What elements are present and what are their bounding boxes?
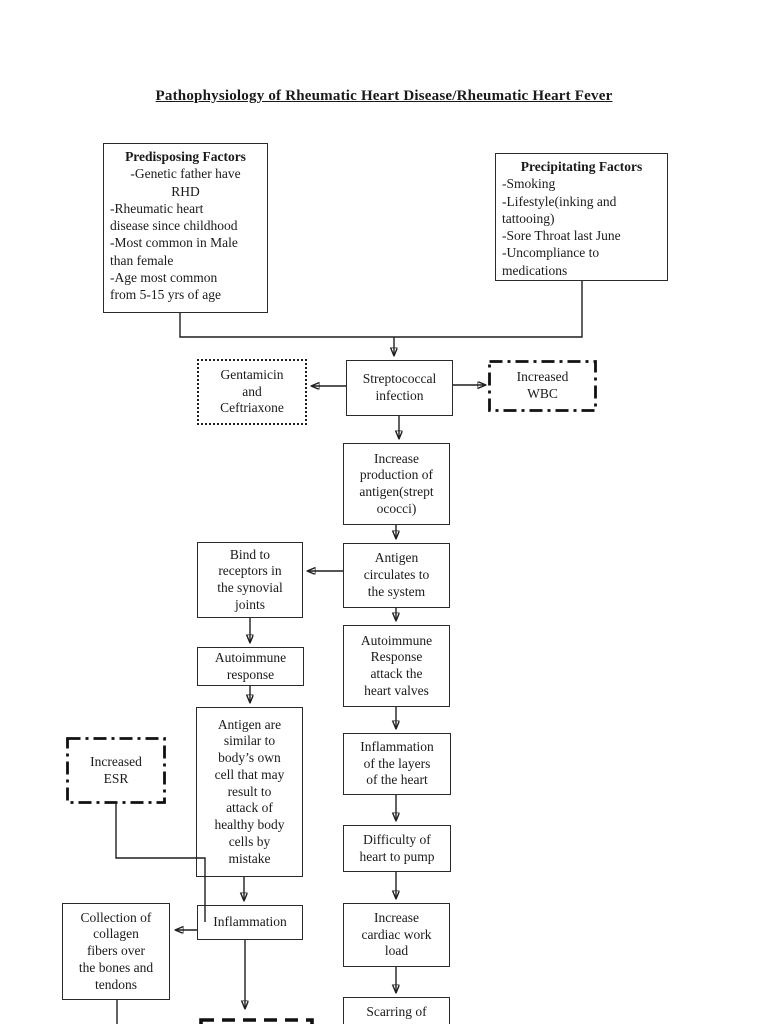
node-bind-receptors-synovial-joints: Bind to receptors in the synovial joints bbox=[197, 542, 303, 618]
scarring-label: Scarring of bbox=[366, 1004, 427, 1019]
node-streptococcal-infection: Streptococcal infection bbox=[346, 360, 453, 416]
precipitating-left-lines: -Smoking -Lifestyle(inking and tattooing… bbox=[502, 176, 621, 278]
node-increase-cardiac-workload: Increase cardiac work load bbox=[343, 903, 450, 967]
node-increased-esr: Increased ESR bbox=[67, 738, 165, 803]
node-antigen-similar-body-cells: Antigen are similar to body’s own cell t… bbox=[196, 707, 303, 877]
node-inflammation-heart-layers: Inflammation of the layers of the heart bbox=[343, 733, 451, 795]
precipitating-title: Precipitating Factors bbox=[520, 159, 643, 174]
predisposing-title: Predisposing Factors bbox=[125, 149, 246, 164]
bind-label: Bind to receptors in the synovial joints bbox=[217, 546, 283, 612]
circulates-label: Antigen circulates to the system bbox=[363, 550, 430, 599]
node-inflammation: Inflammation bbox=[197, 905, 303, 940]
node-precipitating-factors: Precipitating Factors -Smoking -Lifestyl… bbox=[495, 153, 668, 281]
bottom-dashed-box-border bbox=[199, 1018, 314, 1024]
node-collagen-fibers-collection: Collection of collagen fibers over the b… bbox=[62, 903, 170, 1000]
node-autoimmune-attacks-heart-valves: Autoimmune Response attack the heart val… bbox=[343, 625, 450, 707]
collagen-label: Collection of collagen fibers over the b… bbox=[78, 909, 154, 992]
predisposing-centered-lines: -Genetic father have RHD bbox=[130, 166, 241, 199]
similar-label: Antigen are similar to body’s own cell t… bbox=[214, 716, 285, 866]
autoimmune-label: Autoimmune response bbox=[214, 649, 287, 682]
wbc-label: Increased WBC bbox=[516, 369, 569, 401]
inflammation-label: Inflammation bbox=[213, 914, 287, 930]
layers-label: Inflammation of the layers of the heart bbox=[360, 738, 434, 788]
attack-label: Autoimmune Response attack the heart val… bbox=[360, 632, 433, 698]
node-scarring: Scarring of bbox=[343, 997, 450, 1024]
node-gentamicin-ceftriaxone: Gentamicin and Ceftriaxone bbox=[197, 359, 307, 425]
gentamicin-label: Gentamicin and Ceftriaxone bbox=[220, 366, 284, 416]
esr-label: Increased ESR bbox=[90, 753, 142, 786]
predisposing-left-lines: -Rheumatic heart disease since childhood… bbox=[110, 200, 238, 303]
difficulty-label: Difficulty of heart to pump bbox=[359, 831, 435, 864]
node-increase-antigen-production: Increase production of antigen(strept oc… bbox=[343, 443, 450, 525]
production-label: Increase production of antigen(strept oc… bbox=[359, 450, 434, 516]
node-antigen-circulates: Antigen circulates to the system bbox=[343, 543, 450, 608]
strep-label: Streptococcal infection bbox=[362, 371, 437, 403]
page-title: Pathophysiology of Rheumatic Heart Disea… bbox=[155, 88, 613, 104]
node-difficulty-heart-pump: Difficulty of heart to pump bbox=[343, 825, 451, 872]
node-autoimmune-response: Autoimmune response bbox=[197, 647, 304, 686]
node-predisposing-factors: Predisposing Factors -Genetic father hav… bbox=[103, 143, 268, 313]
node-increased-wbc: Increased WBC bbox=[489, 361, 596, 411]
cardiac-label: Increase cardiac work load bbox=[361, 909, 432, 959]
